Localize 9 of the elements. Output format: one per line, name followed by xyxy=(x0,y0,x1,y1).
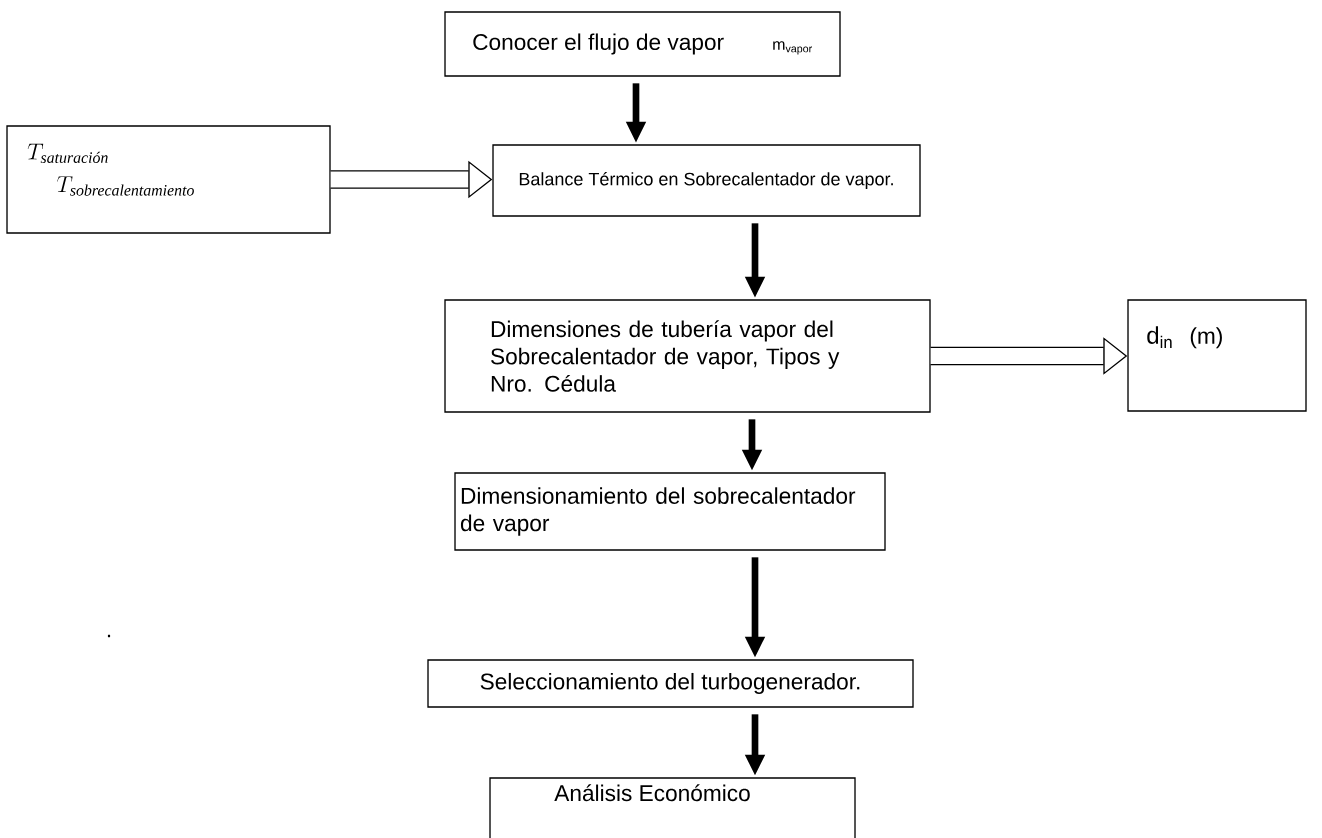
process-box: Análisis Económico xyxy=(489,777,856,838)
process-box: $T_{\textit{saturación}}$ $T_{\textit{sobrecalentamiento}}$ xyxy=(6,125,331,234)
process-box: Balance Térmico en Sobrecalentador de vapor. xyxy=(492,144,921,217)
process-box: $\mathrm{d}_{\mathrm{in}}$ (m) xyxy=(1127,299,1307,412)
process-box: Dimensiones de tubería vapor del Sobrecalentador de vapor, Tipos y Nro. Cédula xyxy=(444,299,931,413)
process-box: Seleccionamiento del turbogenerador. xyxy=(427,659,914,708)
dot-label: . xyxy=(107,634,111,638)
process-box: Conocer el flujo de vapor $\mathrm{m}_{\mathrm{vapor}}$ xyxy=(444,11,841,77)
process-box: Dimensionamiento del sobrecalentador de vapor xyxy=(454,472,886,551)
